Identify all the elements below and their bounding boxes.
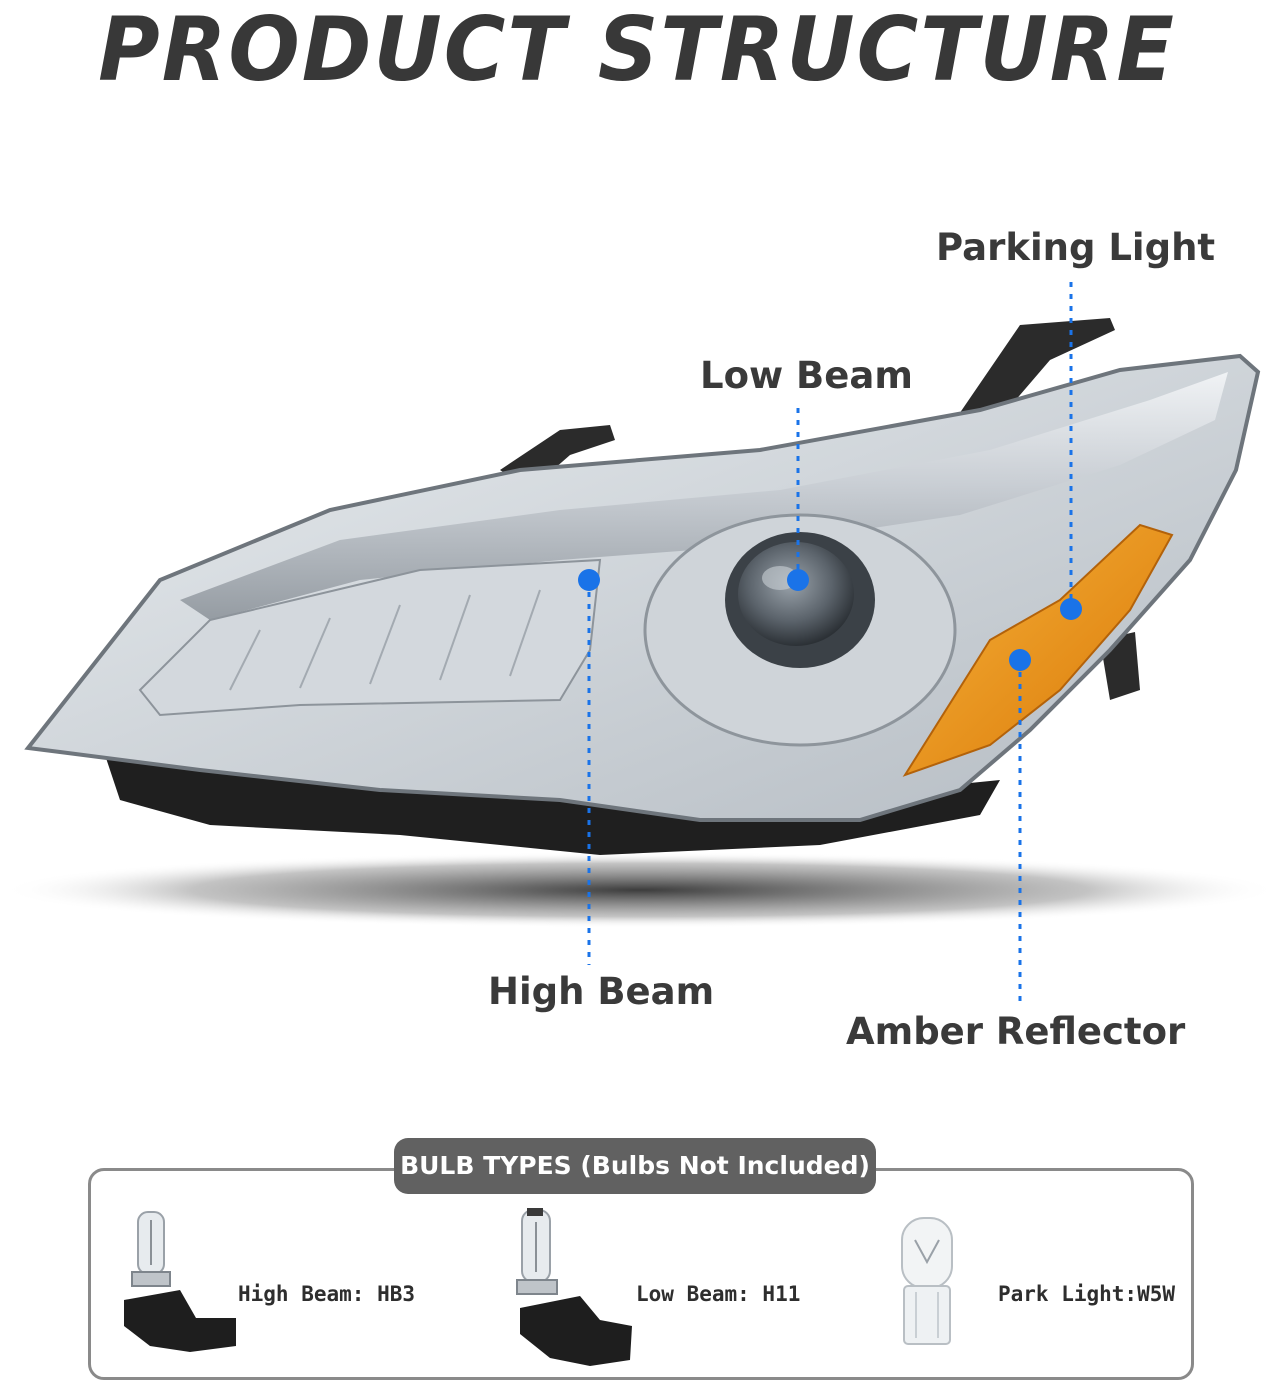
chrome-band (180, 372, 1228, 620)
amber-marker (902, 523, 1174, 777)
reflector-ribs (229, 589, 541, 691)
rear-bracket (955, 318, 1115, 430)
projector-lens (738, 542, 854, 646)
callout-lines (587, 282, 1073, 1008)
parking-light-label: Parking Light (936, 226, 1216, 269)
amber-reflector-label: Amber Reflector (846, 1010, 1186, 1053)
w5w-bulb-icon (901, 1217, 953, 1345)
high-beam-reflector (138, 558, 602, 717)
page-title: PRODUCT STRUCTURE (98, 0, 1176, 102)
low-beam-bulb-label: Low Beam: H11 (636, 1282, 801, 1306)
bulb-types-panel (88, 1168, 1194, 1380)
park-light-bulb-label: Park Light:W5W (998, 1282, 1176, 1306)
high-beam-dot (578, 569, 600, 591)
low-beam-dot (787, 569, 809, 591)
ground-shadow (0, 852, 1274, 928)
high-beam-bulb-label: High Beam: HB3 (238, 1282, 416, 1306)
bulb-types-banner: BULB TYPES (Bulbs Not Included) (394, 1138, 876, 1194)
amber-reflector-dot (1009, 649, 1031, 671)
h11-bulb-icon (516, 1208, 632, 1366)
high-beam-label: High Beam (488, 970, 715, 1013)
callout-dots (578, 569, 1082, 671)
hb3-bulb-icon (124, 1211, 236, 1352)
parking-light-dot (1060, 598, 1082, 620)
low-beam-label: Low Beam (700, 354, 913, 397)
